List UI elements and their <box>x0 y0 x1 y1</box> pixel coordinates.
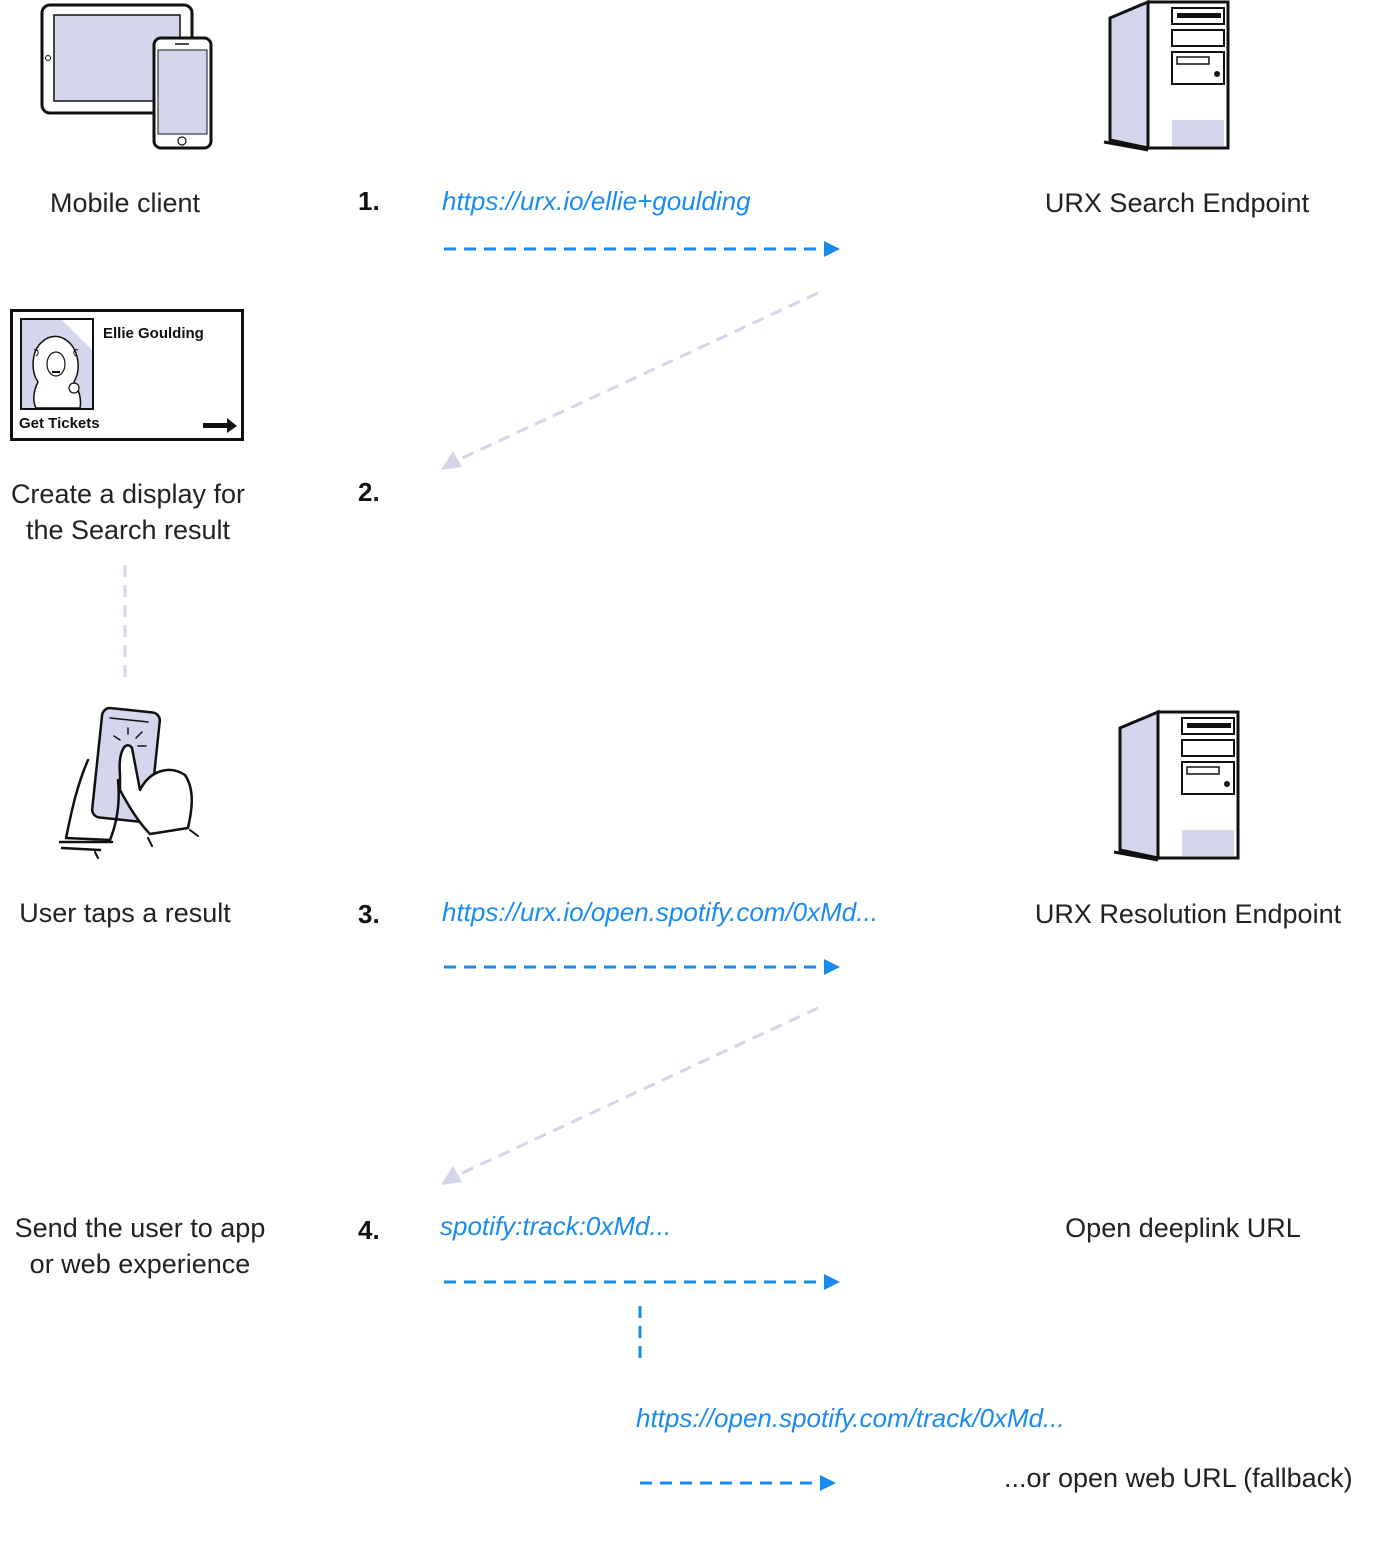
step-3-number: 3. <box>358 899 380 929</box>
step-2-number: 2. <box>358 477 380 507</box>
search-result-card[interactable]: Ellie Goulding Get Tickets <box>10 309 244 441</box>
search-endpoint-label: URX Search Endpoint <box>1044 188 1310 218</box>
search-server-icon <box>1103 0 1230 152</box>
response-arrow-3 <box>441 1006 819 1185</box>
request-arrow-3 <box>444 959 840 975</box>
request-arrow-1 <box>444 241 840 257</box>
step-4-number: 4. <box>358 1215 380 1245</box>
create-display-line-1: Create a display for <box>10 479 246 509</box>
search-request-url[interactable]: https://urx.io/ellie+goulding <box>442 186 751 216</box>
send-user-line-2: or web experience <box>29 1249 251 1279</box>
open-deeplink-label: Open deeplink URL <box>1065 1213 1301 1243</box>
hands-tapping-phone-icon <box>58 706 199 859</box>
resolution-server-icon <box>1113 709 1240 862</box>
send-user-label: Send the user to app or web experience <box>0 1210 280 1282</box>
user-taps-label: User taps a result <box>19 898 231 928</box>
artist-thumbnail <box>20 318 94 410</box>
get-tickets-link[interactable]: Get Tickets <box>19 415 100 432</box>
arrow-right-icon[interactable] <box>201 416 241 436</box>
send-user-line-1: Send the user to app <box>14 1213 266 1243</box>
resolution-endpoint-label: URX Resolution Endpoint <box>1034 899 1342 929</box>
create-display-line-2: the Search result <box>25 515 231 545</box>
open-web-fallback-label: ...or open web URL (fallback) <box>1004 1463 1353 1493</box>
resolution-request-url[interactable]: https://urx.io/open.spotify.com/0xMd... <box>442 897 878 927</box>
step-1-number: 1. <box>358 186 380 216</box>
web-fallback-arrow <box>640 1475 836 1491</box>
deeplink-arrow <box>444 1274 840 1290</box>
deeplink-url[interactable]: spotify:track:0xMd... <box>440 1211 672 1241</box>
response-arrow-1 <box>441 291 819 470</box>
mobile-devices-icon <box>40 3 213 150</box>
create-display-label: Create a display for the Search result <box>0 476 256 548</box>
card-artist-name: Ellie Goulding <box>103 325 204 342</box>
mobile-client-label: Mobile client <box>49 188 201 218</box>
web-fallback-url[interactable]: https://open.spotify.com/track/0xMd... <box>636 1403 1065 1433</box>
